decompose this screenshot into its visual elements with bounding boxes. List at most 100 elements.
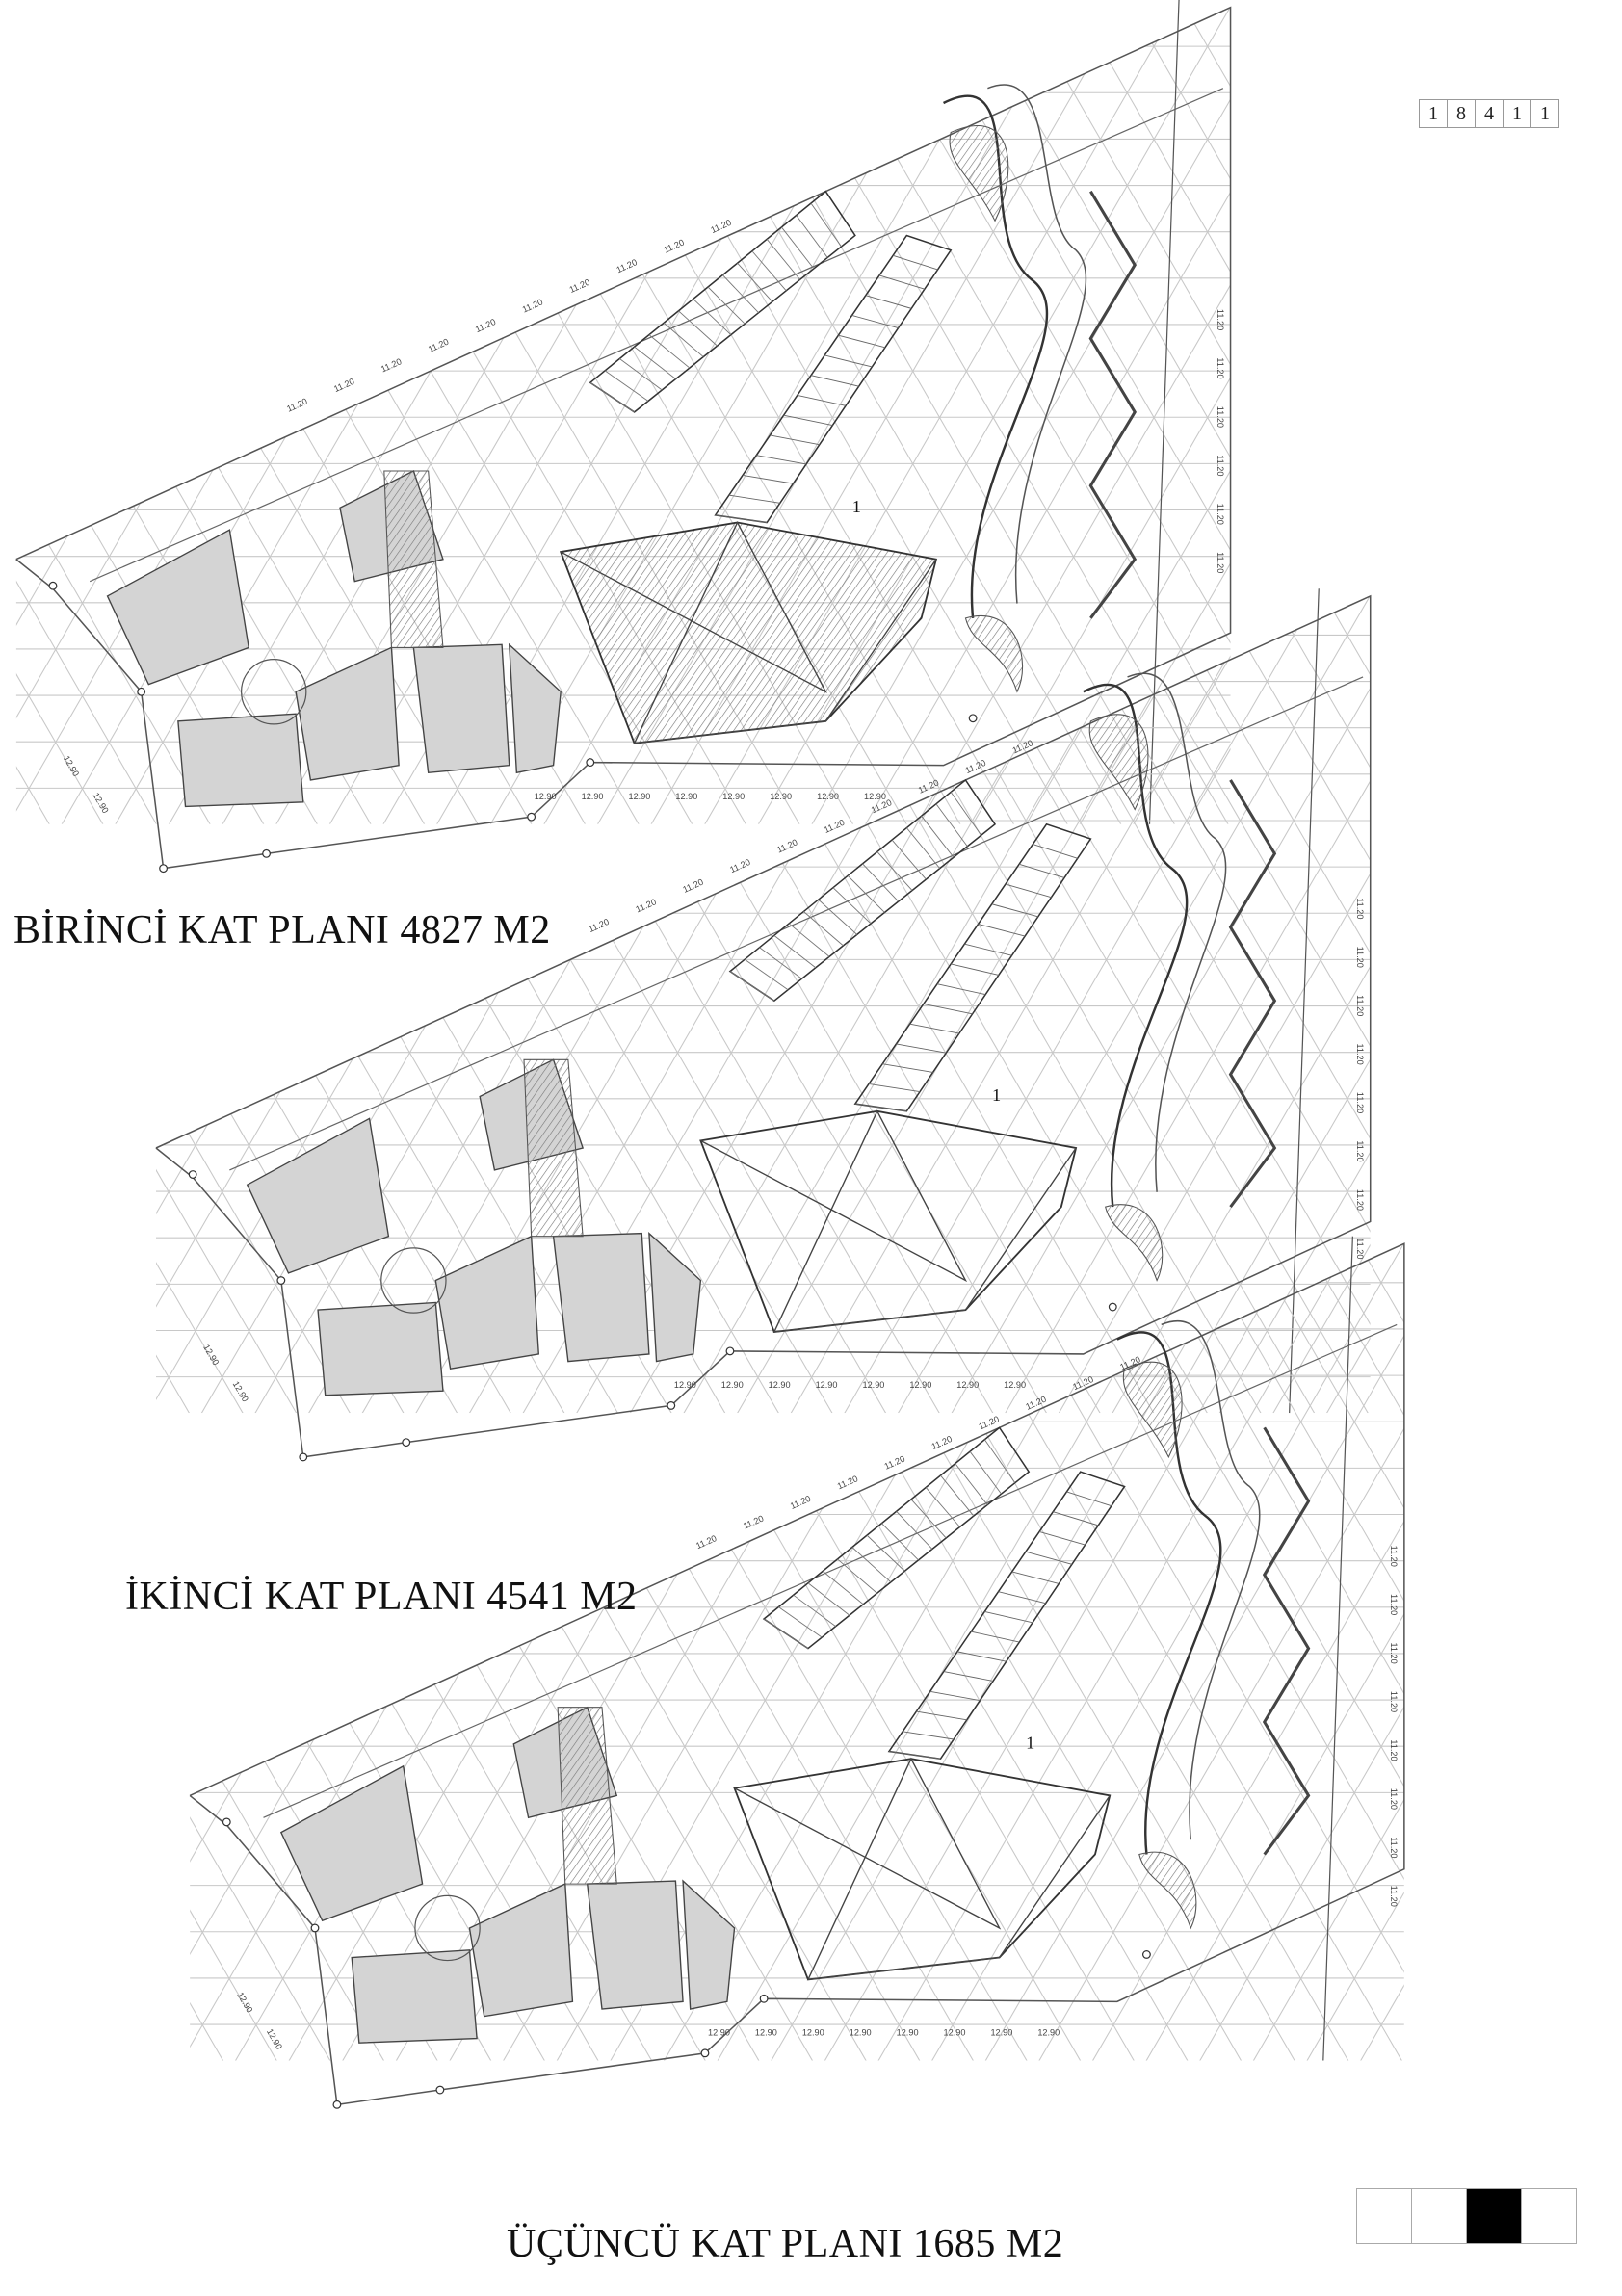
dimension-label-top: 11.20 (681, 877, 704, 895)
dimension-label-top: 11.20 (789, 1494, 812, 1511)
building-block (351, 1949, 478, 2044)
survey-point (310, 1923, 320, 1933)
sheet-code-digit: 1 (1540, 102, 1550, 124)
survey-point (262, 848, 271, 858)
dimension-label-bottom: 12.90 (629, 792, 651, 801)
building-block (295, 646, 400, 781)
survey-point (402, 1438, 411, 1448)
dimension-label-bottom: 12.90 (722, 792, 745, 801)
dimension-label-bottom: 12.90 (770, 792, 792, 801)
building-block (106, 529, 249, 686)
dimension-label-bottom: 12.90 (864, 792, 886, 801)
survey-point (48, 581, 58, 590)
dimension-label-bottom: 12.90 (944, 2028, 966, 2038)
plan-title-first-floor: BİRİNCİ KAT PLANI 4827 M2 (13, 908, 551, 952)
dimension-label-bottom: 12.90 (674, 1380, 696, 1390)
dimension-label-side: 11.20 (1355, 1238, 1365, 1259)
dimension-label-side: 11.20 (1216, 552, 1225, 573)
dimension-label-bottom: 12.90 (817, 792, 839, 801)
sheet-index-boxes (1356, 2188, 1577, 2244)
dimension-label-bottom: 12.90 (897, 2028, 919, 2038)
ramp (557, 1707, 617, 1885)
survey-point (1108, 1302, 1117, 1312)
building-block (412, 643, 510, 774)
building-block (434, 1235, 540, 1370)
sheet-code-digit: 1 (1504, 100, 1531, 127)
dimension-label-left: 12.90 (201, 1343, 221, 1367)
dimension-label-top: 11.20 (662, 237, 685, 254)
survey-point (137, 687, 146, 696)
faceted-roof (733, 1758, 1112, 1981)
building-block (648, 1231, 702, 1363)
survey-point (968, 714, 978, 723)
ramp (383, 470, 444, 648)
dimension-label-side: 11.20 (1355, 1140, 1365, 1161)
triangular-grid (190, 1243, 1404, 2061)
dimension-label-side: 11.20 (1355, 898, 1365, 919)
sheet-code-digit: 1 (1420, 100, 1448, 127)
survey-point (527, 812, 536, 822)
survey-point (759, 1994, 769, 2003)
dimension-label-side: 11.20 (1355, 995, 1365, 1016)
dimension-label-side: 11.20 (1355, 1092, 1365, 1113)
dimension-label-top: 11.20 (588, 917, 611, 934)
dimension-label-side: 11.20 (1216, 406, 1225, 428)
terrace-edge (1088, 190, 1138, 619)
plan-title-third-floor: ÜÇÜNCÜ KAT PLANI 1685 M2 (507, 2222, 1064, 2266)
survey-point (276, 1276, 286, 1285)
sheet-index-box (1467, 2189, 1522, 2243)
survey-point (222, 1817, 231, 1827)
faceted-roof (559, 521, 938, 744)
building-block (246, 1117, 390, 1274)
dimension-label-side: 11.20 (1216, 309, 1225, 330)
dimension-label-left: 12.90 (265, 2027, 284, 2051)
dimension-label-left: 12.90 (235, 1991, 254, 2015)
sheet-index-box (1522, 2189, 1576, 2243)
dimension-label-left: 12.90 (62, 754, 81, 778)
dimension-label-top: 11.20 (709, 218, 732, 235)
building-block (279, 1764, 424, 1922)
dimension-label-side: 11.20 (1355, 947, 1365, 968)
dimension-label-bottom: 12.90 (535, 792, 557, 801)
rotunda (240, 659, 307, 725)
rotunda (380, 1247, 447, 1314)
dimension-label-bottom: 12.90 (582, 792, 604, 801)
dimension-label-bottom: 12.90 (909, 1380, 931, 1390)
dimension-label-bottom: 12.90 (802, 2028, 824, 2038)
landscape-curve (987, 84, 1087, 604)
dimension-label-bottom: 12.90 (862, 1380, 884, 1390)
dimension-label-left: 12.90 (231, 1380, 250, 1404)
dimension-label-top: 11.20 (474, 317, 497, 334)
terrace-edge (1262, 1426, 1311, 1856)
dimension-label-side: 11.20 (1389, 1691, 1399, 1712)
building-block (317, 1301, 444, 1396)
survey-point (586, 758, 595, 768)
dimension-label-side: 11.20 (1389, 1886, 1399, 1907)
dimension-label-top: 11.20 (427, 337, 450, 354)
rotunda (414, 1894, 481, 1962)
dimension-label-top: 11.20 (1011, 738, 1034, 755)
dimension-label-bottom: 12.90 (990, 2028, 1012, 2038)
dimension-label-side: 11.20 (1216, 504, 1225, 525)
ramp (523, 1058, 584, 1238)
dimension-label-top: 11.20 (836, 1474, 859, 1491)
sheet-code-box: 1 8 4 1 1 (1419, 99, 1559, 128)
dimension-label-top: 11.20 (615, 257, 639, 274)
dimension-label-top: 11.20 (634, 897, 657, 914)
dimension-label-bottom: 12.90 (956, 1380, 979, 1390)
room-marker: 1 (852, 497, 861, 516)
sheet-code-digit: 8 (1448, 100, 1476, 127)
dimension-label-top: 11.20 (379, 356, 403, 374)
survey-point (435, 2085, 445, 2095)
dimension-label-bottom: 12.90 (755, 2028, 777, 2038)
dimension-label-bottom: 12.90 (708, 2028, 730, 2038)
dimension-label-side: 11.20 (1389, 1642, 1399, 1663)
landscape-curve (1116, 1331, 1222, 1855)
dimension-label-top: 11.20 (742, 1513, 765, 1530)
sheet-index-box (1357, 2189, 1412, 2243)
dimension-label-side: 11.20 (1389, 1546, 1399, 1567)
survey-point (1141, 1950, 1151, 1959)
dimension-label-top: 11.20 (728, 857, 751, 874)
dimension-label-bottom: 12.90 (816, 1380, 838, 1390)
